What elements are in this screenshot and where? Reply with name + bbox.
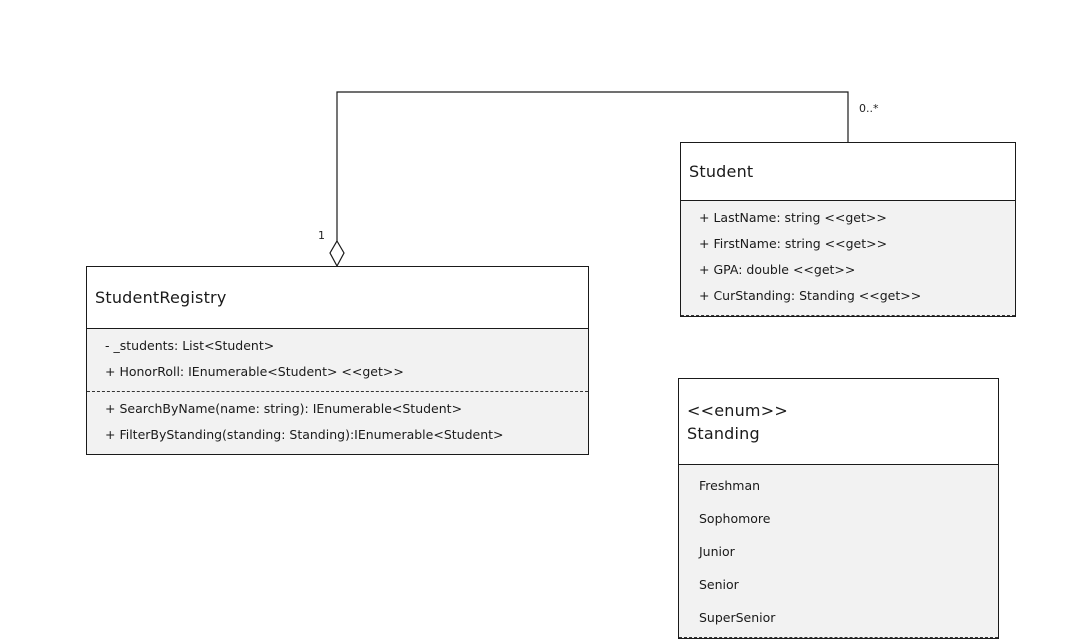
- enum-value: Junior: [699, 544, 735, 559]
- enum-values-section: Freshman Sophomore Junior Senior SuperSe…: [679, 465, 998, 638]
- class-header: StudentRegistry: [87, 267, 588, 329]
- operation: + SearchByName(name: string): IEnumerabl…: [105, 401, 463, 416]
- class-body: - _students: List<Student> + HonorRoll: …: [87, 329, 588, 454]
- attribute: - _students: List<Student>: [105, 338, 275, 353]
- attribute: + LastName: string <<get>>: [699, 210, 887, 225]
- enum-value: Sophomore: [699, 511, 771, 526]
- attribute: + FirstName: string <<get>>: [699, 236, 888, 251]
- class-name: Student: [689, 162, 754, 181]
- standing-enum[interactable]: <<enum>> Standing Freshman Sophomore Jun…: [678, 378, 999, 639]
- enum-stereotype: <<enum>>: [687, 400, 788, 420]
- attribute: + GPA: double <<get>>: [699, 262, 856, 277]
- aggregation-diamond: [329, 239, 345, 268]
- operation: + FilterByStanding(standing: Standing):I…: [105, 427, 504, 442]
- student-registry-class[interactable]: StudentRegistry - _students: List<Studen…: [86, 266, 589, 455]
- class-header: Student: [681, 143, 1015, 201]
- attributes-section: - _students: List<Student> + HonorRoll: …: [87, 329, 588, 392]
- enum-body: Freshman Sophomore Junior Senior SuperSe…: [679, 465, 998, 638]
- class-name: StudentRegistry: [95, 288, 227, 307]
- enum-value: Freshman: [699, 478, 761, 493]
- attribute: + CurStanding: Standing <<get>>: [699, 288, 922, 303]
- enum-name: Standing: [687, 423, 760, 443]
- student-multiplicity: 0..*: [859, 102, 879, 115]
- student-class[interactable]: Student + LastName: string <<get>> + Fir…: [680, 142, 1016, 317]
- registry-multiplicity: 1: [318, 229, 325, 242]
- enum-header: <<enum>> Standing: [679, 379, 998, 465]
- attributes-section: + LastName: string <<get>> + FirstName: …: [681, 201, 1015, 316]
- class-body: + LastName: string <<get>> + FirstName: …: [681, 201, 1015, 316]
- operations-section: + SearchByName(name: string): IEnumerabl…: [87, 392, 588, 454]
- attribute: + HonorRoll: IEnumerable<Student> <<get>…: [105, 364, 404, 379]
- association-line: [336, 91, 849, 241]
- enum-value: Senior: [699, 577, 739, 592]
- enum-value: SuperSenior: [699, 610, 776, 625]
